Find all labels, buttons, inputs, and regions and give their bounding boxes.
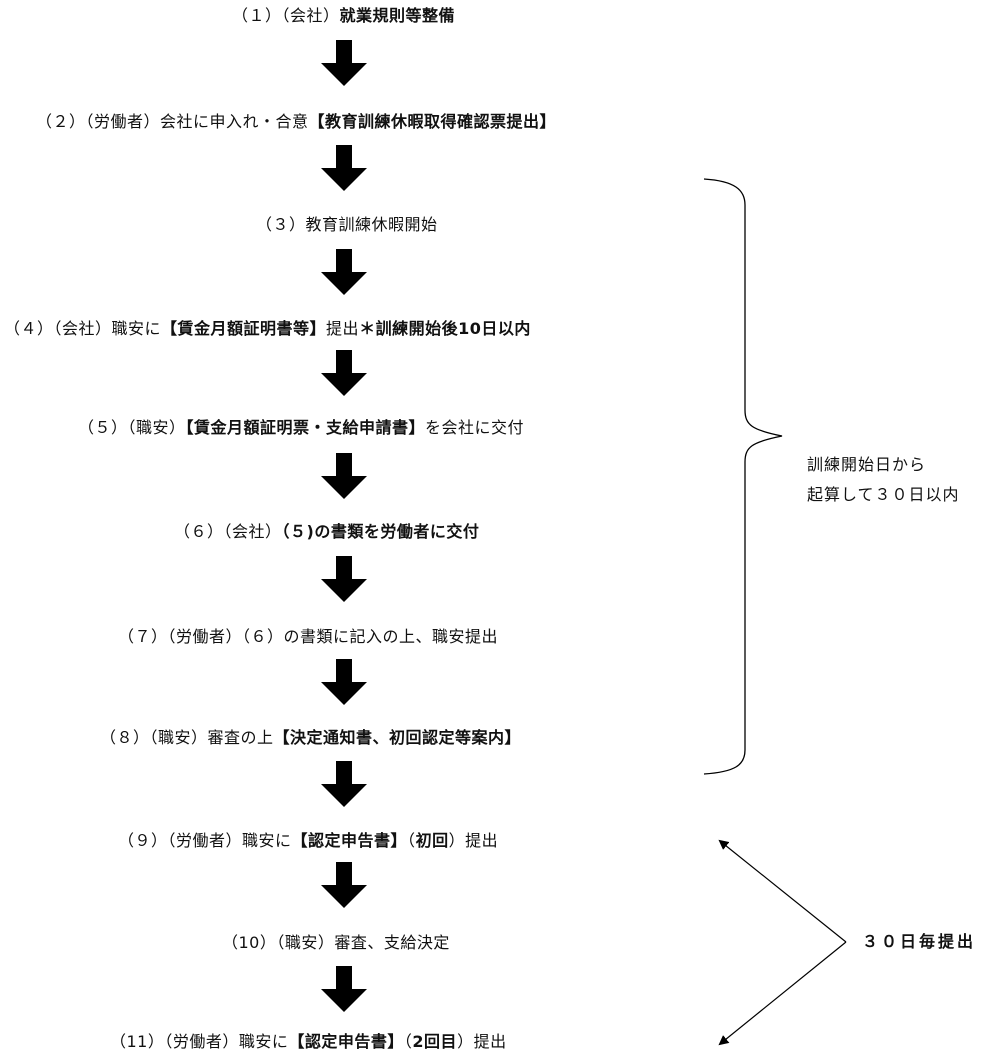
step-4: （４）（会社）職安に【賃金月額証明書等】提出＊訓練開始後10日以内 xyxy=(4,319,531,339)
step-text: （会社） xyxy=(223,522,282,541)
step-number: （４） xyxy=(4,319,54,338)
step-1: （１）（会社）就業規則等整備 xyxy=(232,6,455,26)
step-number: （６） xyxy=(174,522,224,541)
brace-note-line1: 訓練開始日から xyxy=(807,455,927,474)
step-text: （ xyxy=(407,831,416,850)
step-text-bold: 【決定通知書、初回認定等案内】 xyxy=(273,728,522,747)
step-11: （11）（労働者）職安に【認定申告書】（2回目）提出 xyxy=(110,1032,507,1052)
step-number: （７） xyxy=(118,627,168,646)
step-text: ）提出 xyxy=(457,1032,507,1051)
step-text: （労働者）職安に xyxy=(164,1032,289,1051)
step-text: ）提出 xyxy=(448,831,499,850)
step-10: （10）（職安）審査、支給決定 xyxy=(222,933,450,953)
step-number: （５） xyxy=(78,418,128,437)
cycle-note: ３０日毎提出 xyxy=(862,927,976,957)
step-text: （職安）審査、支給決定 xyxy=(276,933,450,952)
step-text: （労働者）会社に申入れ・合意 xyxy=(85,112,309,131)
down-arrow-icon xyxy=(321,659,367,705)
step-text: （会社） xyxy=(281,6,340,25)
step-number: （９） xyxy=(118,831,168,850)
step-text-bold: 【教育訓練休暇取得確認票提出】 xyxy=(308,112,557,131)
step-6: （６）（会社）（５)の書類を労働者に交付 xyxy=(174,522,479,542)
step-text-bold: 初回 xyxy=(415,831,449,850)
right-curly-brace xyxy=(703,178,783,775)
down-arrow-icon xyxy=(321,556,367,602)
down-arrow-icon xyxy=(321,350,367,396)
step-text: （労働者）（６）の書類に記入の上、職安提出 xyxy=(167,627,499,646)
brace-note-line2: 起算して３０日以内 xyxy=(807,485,960,504)
step-3: （３）教育訓練休暇開始 xyxy=(256,215,438,235)
step-9: （９）（労働者）職安に【認定申告書】（初回）提出 xyxy=(118,831,498,851)
down-arrow-icon xyxy=(321,966,367,1012)
step-text: （会社）職安に xyxy=(53,319,162,338)
down-arrow-icon xyxy=(321,453,367,499)
down-arrow-icon xyxy=(321,145,367,191)
step-8: （８）（職安）審査の上【決定通知書、初回認定等案内】 xyxy=(100,728,521,748)
step-5: （５）（職安）【賃金月額証明票・支給申請書】を会社に交付 xyxy=(78,418,524,438)
step-text-bold: 2回目 xyxy=(412,1032,458,1051)
step-text: （職安）審査の上 xyxy=(149,728,274,747)
step-text-bold: 【認定申告書】 xyxy=(288,1032,404,1051)
step-text: （職安） xyxy=(127,418,186,437)
step-number: （１） xyxy=(232,6,282,25)
cycle-note-label: ３０日毎提出 xyxy=(862,932,977,951)
step-text-bold: 【認定申告書】 xyxy=(291,831,408,850)
cycle-arrow-up xyxy=(718,839,847,943)
brace-note: 訓練開始日から 起算して３０日以内 xyxy=(807,450,960,510)
step-2: （２）（労働者）会社に申入れ・合意【教育訓練休暇取得確認票提出】 xyxy=(36,112,556,132)
step-deadline-note: ＊訓練開始後10日以内 xyxy=(359,319,531,338)
step-text: 教育訓練休暇開始 xyxy=(305,215,438,234)
down-arrow-icon xyxy=(321,761,367,807)
step-text-bold: 就業規則等整備 xyxy=(339,6,456,25)
step-text: （ xyxy=(403,1032,413,1051)
step-number: （11） xyxy=(110,1032,165,1051)
step-number: （３） xyxy=(256,215,306,234)
step-text-bold: 【賃金月額証明票・支給申請書】 xyxy=(185,418,426,437)
cycle-arrow-down xyxy=(718,941,847,1046)
step-number: （２） xyxy=(36,112,86,131)
step-text: を会社に交付 xyxy=(425,418,525,437)
step-text-bold: 【賃金月額証明書等】 xyxy=(161,319,327,338)
step-number: （８） xyxy=(100,728,150,747)
step-text: （労働者）職安に xyxy=(167,831,292,850)
down-arrow-icon xyxy=(321,40,367,86)
step-text: 提出 xyxy=(326,319,360,338)
step-7: （７）（労働者）（６）の書類に記入の上、職安提出 xyxy=(118,627,498,647)
step-number: （10） xyxy=(222,933,277,952)
down-arrow-icon xyxy=(321,249,367,295)
down-arrow-icon xyxy=(321,862,367,908)
step-text-bold: （５)の書類を労働者に交付 xyxy=(281,522,480,541)
